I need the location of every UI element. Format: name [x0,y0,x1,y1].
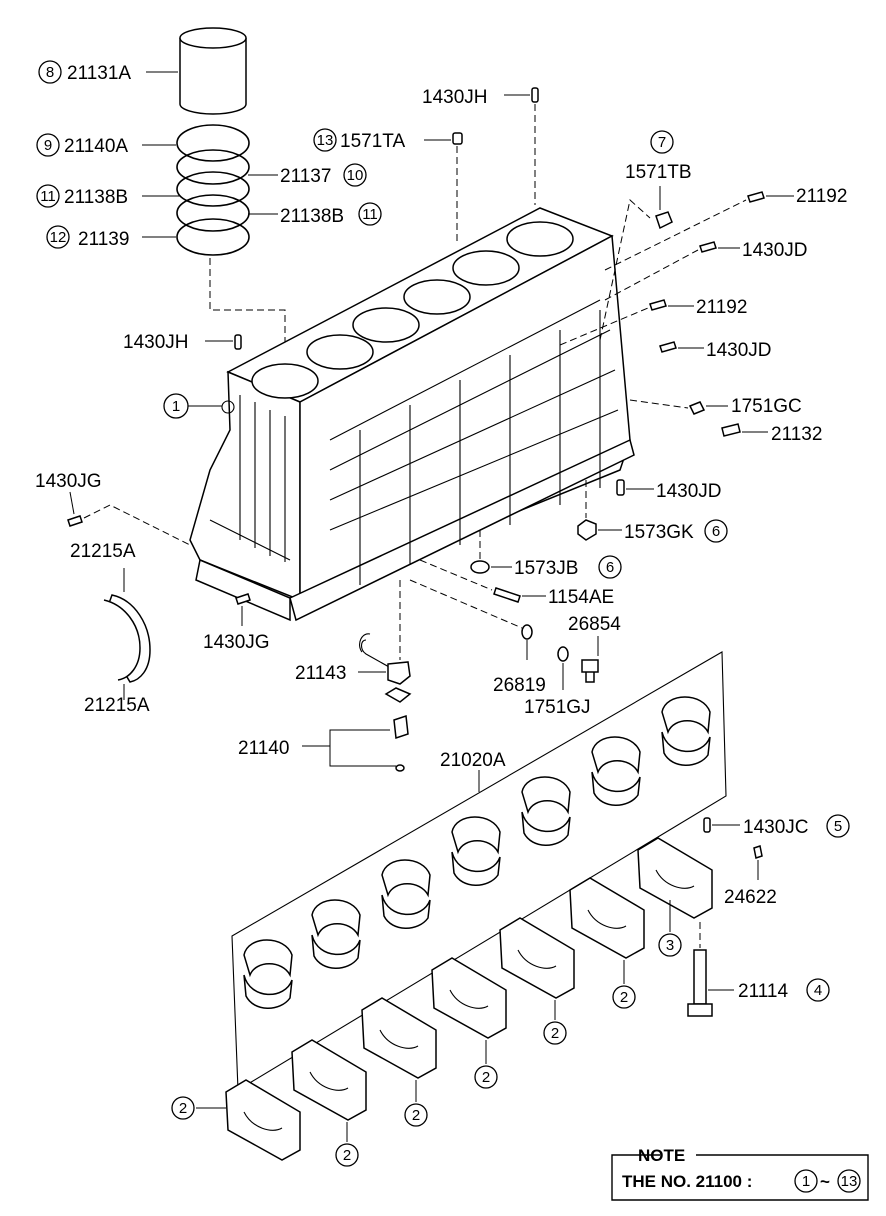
svg-text:6: 6 [606,559,614,576]
callout-5: 5 [826,814,850,838]
callout-6-upper: 6 [704,519,728,543]
cap-bolt [687,949,713,1017]
callout-12: 12 [46,225,70,249]
callout-6-lower: 6 [598,555,622,579]
label-1573JB: 1573JB [514,558,578,579]
plug [655,211,673,230]
cylinder-block [189,207,635,622]
label-1430JD-b: 1430JD [706,340,772,361]
label-1571TB: 1571TB [625,162,692,183]
svg-text:4: 4 [814,982,822,999]
callout-2: 2 [612,985,636,1009]
callout-10: 10 [343,163,367,187]
note-box: NOTE THE NO. 21100 : 1 ~ 13 [611,1146,869,1201]
label-21215A-bottom: 21215A [84,695,150,716]
svg-text:1: 1 [172,398,180,415]
main-bearing-shells [243,696,711,1009]
thrust-washer [103,594,151,683]
note-text: THE NO. 21100 : [622,1172,752,1191]
label-26819: 26819 [493,675,546,696]
callout-11-left: 11 [36,184,60,208]
svg-text:2: 2 [482,1069,490,1086]
svg-text:10: 10 [347,167,364,184]
label-1430JD-a: 1430JD [742,240,808,261]
svg-text:12: 12 [50,229,67,246]
cylinder-liner [179,27,247,115]
svg-text:2: 2 [179,1100,187,1117]
svg-text:2: 2 [412,1107,420,1124]
dowel-pin [531,87,539,103]
label-21137: 21137 [280,166,331,187]
callout-8: 8 [38,60,62,84]
svg-text:2: 2 [551,1025,559,1042]
label-21143: 21143 [295,663,346,684]
svg-text:13: 13 [317,132,334,149]
main-bearing-caps [225,837,713,1161]
svg-text:3: 3 [666,937,674,954]
plug [452,132,463,145]
svg-text:11: 11 [40,188,56,205]
label-21132: 21132 [771,424,822,445]
callout-13: 13 [313,128,337,152]
note-range-to: 13 [841,1173,858,1190]
label-21192-b: 21192 [696,297,747,318]
label-21140A: 21140A [64,136,128,157]
label-1751GJ: 1751GJ [524,697,591,718]
svg-text:7: 7 [658,134,666,151]
label-1430JC: 1430JC [743,817,809,838]
label-21192-a: 21192 [796,186,847,207]
label-24622: 24622 [724,887,777,908]
label-26854: 26854 [568,614,621,635]
callout-2: 2 [335,1143,359,1167]
bearing-shell-panel [231,651,727,1091]
label-1430JH-top: 1430JH [422,87,488,108]
callout-3: 3 [658,933,682,957]
label-21139: 21139 [78,229,129,250]
piston-rings [176,124,250,256]
svg-text:2: 2 [343,1147,351,1164]
callout-2: 2 [404,1103,428,1127]
callout-2: 2 [474,1065,498,1089]
dowel-pin [234,334,242,350]
label-1430JD-c: 1430JD [656,481,722,502]
label-1430JG-top: 1430JG [35,471,102,492]
label-21131A: 21131A [67,63,131,84]
label-1154AE: 1154AE [548,587,614,608]
svg-text:6: 6 [712,523,720,540]
label-21138B-left: 21138B [64,187,128,208]
label-1571TA: 1571TA [340,131,405,152]
callout-2: 2 [543,1021,567,1045]
label-1573GK: 1573GK [624,522,694,543]
label-1430JH-mid: 1430JH [123,332,189,353]
callout-7: 7 [650,130,674,154]
note-tilde: ~ [820,1172,830,1191]
label-21215A-top: 21215A [70,541,136,562]
note-title: NOTE [638,1146,685,1165]
svg-text:5: 5 [834,818,842,835]
callout-2: 2 [171,1096,195,1120]
label-21020A: 21020A [440,750,506,771]
label-1751GC: 1751GC [731,396,802,417]
label-1430JG-bottom: 1430JG [203,632,270,653]
svg-text:8: 8 [46,64,54,81]
svg-text:2: 2 [620,989,628,1006]
svg-text:11: 11 [362,206,378,223]
callout-9: 9 [36,133,60,157]
callout-4: 4 [806,978,830,1002]
oil-jet-nozzle [359,633,411,685]
callout-11-right: 11 [358,202,382,226]
label-21114: 21114 [738,981,788,1002]
label-21138B-right: 21138B [280,206,344,227]
svg-text:9: 9 [44,137,52,154]
label-21140: 21140 [238,738,289,759]
note-range-from: 1 [802,1173,810,1190]
callout-1: 1 [163,393,189,419]
